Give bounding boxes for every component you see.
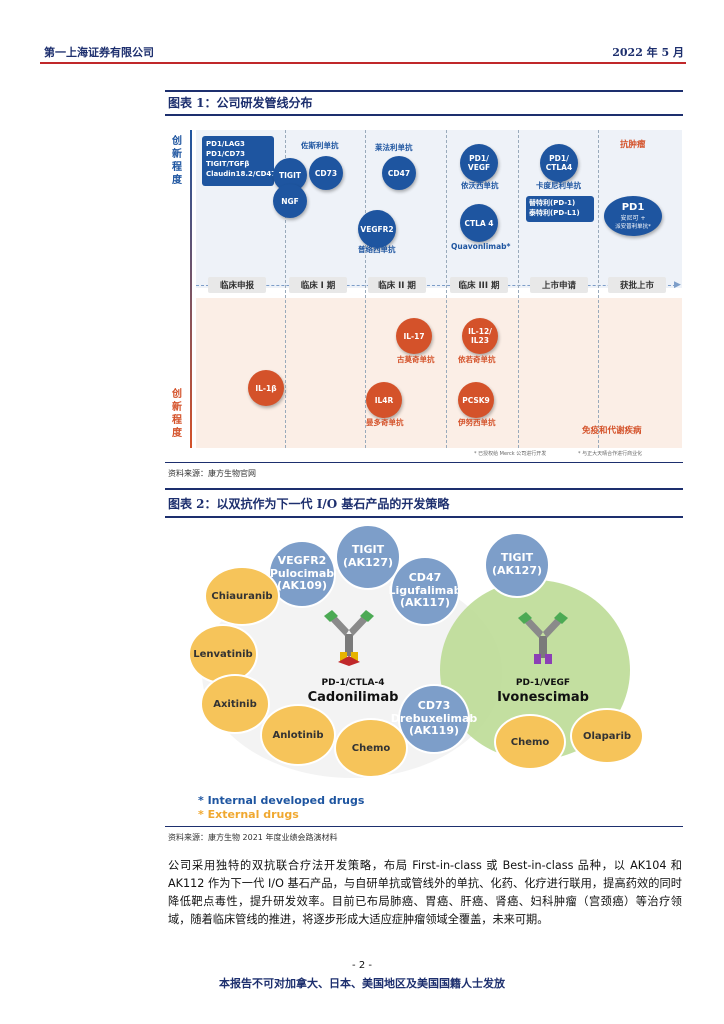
phase-filing: 临床申报: [208, 277, 266, 293]
fig1-top-rule: [165, 90, 683, 92]
label-yiwoxi: 依沃西单抗: [461, 181, 499, 190]
legend-internal: * Internal developed drugs: [198, 794, 365, 807]
antibody-icon-ivonescimab: [518, 612, 568, 664]
innovation-label-top: 创新程度: [172, 136, 182, 186]
body-paragraph: 公司采用独特的双抗联合疗法开发策略，布局 First-in-class 或 Be…: [168, 859, 682, 926]
y-axis: [190, 130, 192, 448]
phase-nda: 上市申请: [530, 277, 588, 293]
fig2-top-rule: [165, 488, 683, 490]
strategy-diagram: VEGFR2 Pulocimab (AK109) TIGIT (AK127) C…: [168, 524, 682, 824]
label-puluoxi: 普络西单抗: [358, 245, 396, 254]
pcsk9-dot: PCSK9: [458, 382, 494, 418]
cd73-circle: CD73 Drebuxelimab (AK119): [391, 684, 477, 754]
x-axis: [196, 285, 676, 286]
label-yiruoqi: 依若奇单抗: [458, 355, 496, 364]
label-immune: 免疫和代谢疾病: [582, 426, 642, 436]
chemo-circle-2: Chemo: [494, 714, 566, 770]
fig1-source: 资料来源：康方生物官网: [168, 469, 256, 478]
anlotinib-circle: Anlotinib: [260, 704, 336, 766]
header-rule: [40, 62, 686, 64]
report-date: 2022 年 5 月: [612, 46, 684, 59]
pd1-vegf-dot: PD1/ VEGF: [460, 144, 498, 182]
cd47-dot: CD47: [382, 156, 416, 190]
phase-2: 临床 II 期: [368, 277, 426, 293]
ngf-dot: NGF: [273, 184, 307, 218]
page-number: - 2 -: [352, 960, 372, 971]
pipeline-chart: 创新程度 创新程度 ▶ 临床申报 临床 I 期 临床 II 期 临床 III 期…: [168, 120, 682, 460]
tigit-circle-2: TIGIT (AK127): [484, 532, 550, 598]
legend-external: * External drugs: [198, 808, 299, 821]
label-quavonlimab: Quavonlimab*: [451, 242, 511, 251]
fig2-title-rule: [165, 516, 683, 518]
bispecific-box: PD1/LAG3 PD1/CD73 TIGIT/TGFβ Claudin18.2…: [202, 136, 276, 186]
disclaimer: 本报告不可对加拿大、日本、美国地区及美国国籍人士发放: [219, 977, 505, 990]
fig2-title: 图表 2：以双抗作为下一代 I/O 基石产品的开发策略: [168, 497, 450, 511]
note-ctt: * 与正大天晴合作进行商业化: [578, 451, 643, 457]
label-antitumor: 抗肿瘤: [620, 140, 646, 150]
ivonescimab-name: Ivonescimab: [497, 690, 589, 705]
tigit-circle-1: TIGIT (AK127): [335, 524, 401, 590]
innovation-label-bottom: 创新程度: [172, 389, 182, 439]
fig2-source: 资料来源：康方生物 2021 年度业绩会路演材料: [168, 833, 338, 842]
axitinib-circle: Axitinib: [200, 674, 270, 734]
il12-dot: IL-12/ IL23: [462, 318, 498, 354]
arrow-icon: ▶: [674, 280, 681, 290]
label-manduoqi: 曼多奇单抗: [366, 418, 404, 427]
cd73-dot: CD73: [309, 156, 343, 190]
il4r-dot: IL4R: [366, 382, 402, 418]
lenvatinib-circle: Lenvatinib: [188, 624, 258, 684]
phase-3: 临床 III 期: [450, 277, 508, 293]
chemo-circle-1: Chemo: [334, 718, 408, 778]
note-merck: * 已授权给 Merck 公司进行开发: [474, 451, 547, 457]
ctla4-dot: CTLA 4: [460, 204, 498, 242]
fig1-title-rule: [165, 114, 683, 116]
phase-approved: 获批上市: [608, 277, 666, 293]
il17-dot: IL-17: [396, 318, 432, 354]
cd47-circle: CD47 Ligufalimab (AK117): [389, 556, 462, 626]
pd1-ctla4-dot: PD1/ CTLA4: [540, 144, 578, 182]
label-kaduni: 卡度尼利单抗: [536, 181, 581, 190]
cadonilimab-name: Cadonilimab: [307, 690, 399, 705]
chiauranib-circle: Chiauranib: [204, 566, 280, 626]
olaparib-circle: Olaparib: [570, 708, 644, 764]
vegfr2-dot: VEGFR2: [358, 210, 396, 248]
phase-1: 临床 I 期: [289, 277, 347, 293]
label-gumoqi: 古莫奇单抗: [397, 355, 435, 364]
company-name: 第一上海证券有限公司: [44, 46, 154, 59]
tislelizumab-box: 替特利(PD-1)泰特利(PD-L1): [526, 196, 594, 222]
label-laifali: 莱法利单抗: [375, 143, 413, 152]
label-zuosili: 佐斯利单抗: [301, 141, 339, 150]
label-yinuxi: 伊努西单抗: [458, 418, 496, 427]
cadonilimab-target: PD-1/CTLA-4: [321, 678, 385, 688]
fig1-title: 图表 1：公司研发管线分布: [168, 96, 313, 110]
il1b-dot: IL-1β: [248, 370, 284, 406]
pd1-approved-dot: PD1 安尼可 + 派安普利单抗*: [604, 196, 662, 236]
antibody-icon-cadonilimab: [324, 610, 374, 666]
ivonescimab-target: PD-1/VEGF: [515, 678, 571, 688]
